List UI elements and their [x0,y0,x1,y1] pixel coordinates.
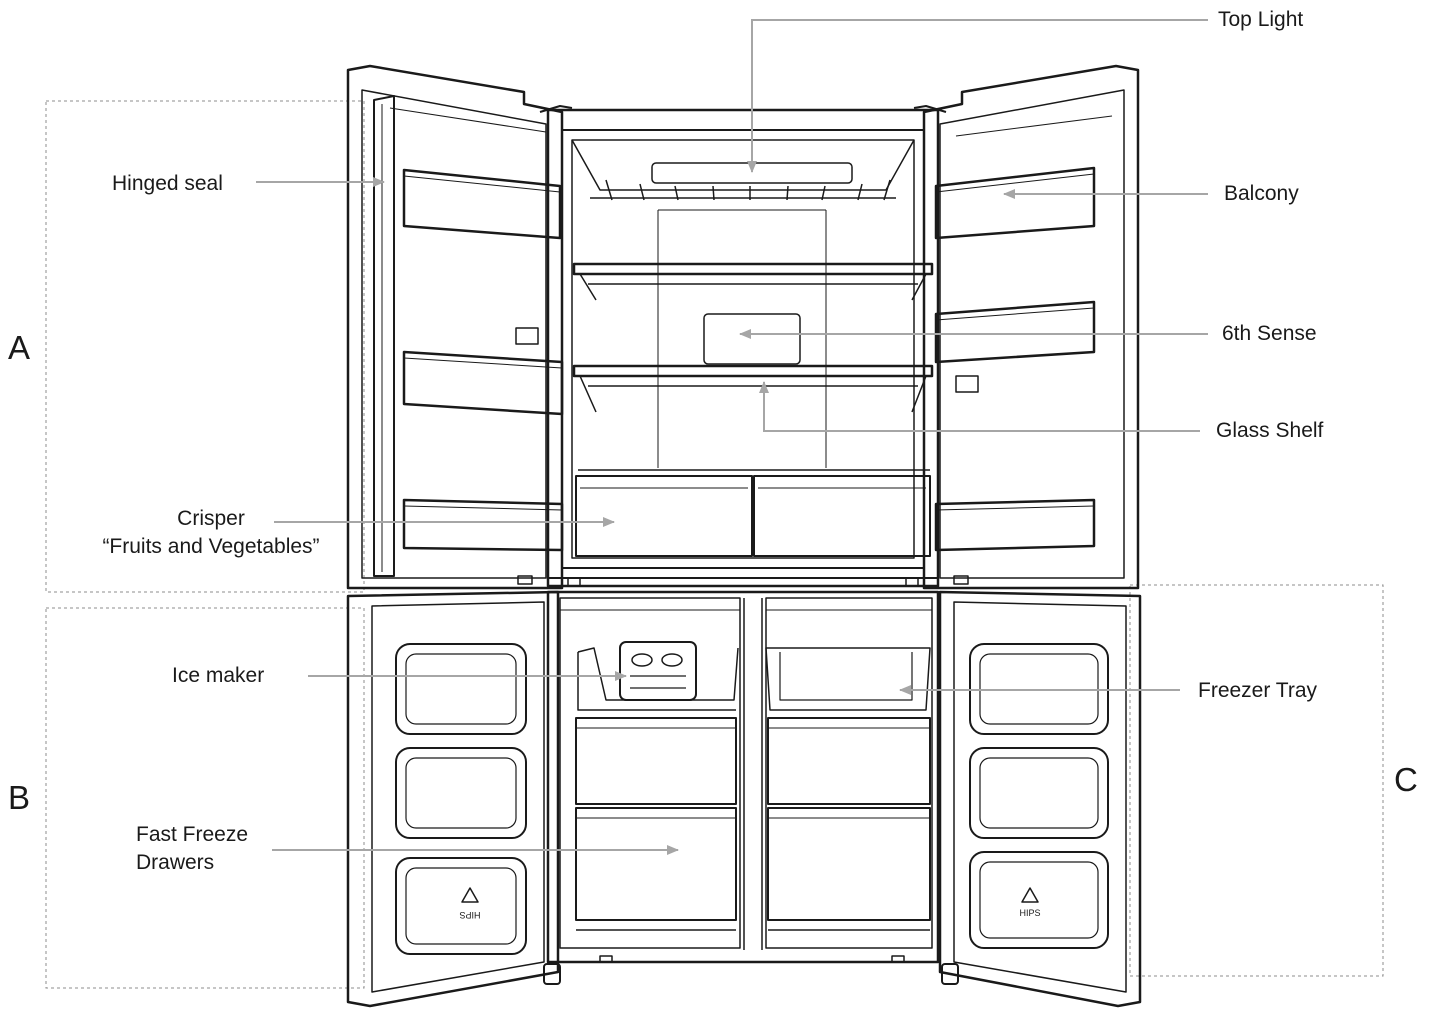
section-label-c: C [1394,761,1418,798]
left-balcony-bottom [402,498,564,552]
label-fast-freeze-line2: Drawers [136,851,215,874]
refrigerator-outline [346,64,1142,1008]
label-fast-freeze: Fast Freeze Drawers [136,821,248,877]
ice-maker [619,641,697,701]
freezer-drawer-left-upper [575,717,737,805]
right-upper-door [922,64,1140,590]
section-c-box [1129,584,1384,977]
right-freezer-door [938,590,1142,1008]
label-fast-freeze-line1: Fast Freeze [136,823,249,846]
right-balcony-mid [934,300,1096,364]
crisper-left [575,475,753,557]
right-balcony-top [934,166,1096,240]
label-freezer-tray: Freezer Tray [1198,679,1318,702]
freezer-tray [765,647,931,711]
label-crisper-line1: Crisper [177,507,245,530]
label-sixth-sense: 6th Sense [1222,322,1317,345]
label-hinged-seal: Hinged seal [112,172,223,195]
glass-shelf-lower [572,364,934,378]
section-a-box [45,100,365,593]
left-balcony-mid [402,350,564,416]
hinged-seal [373,95,395,577]
label-balcony: Balcony [1224,182,1299,205]
freezer-drawer-left-lower [575,807,737,921]
cabinet [517,105,969,985]
left-upper-door [346,64,564,590]
label-top-light: Top Light [1218,8,1304,31]
recycle-mark-right: HIPS [1019,908,1040,918]
arrow-top-light [747,19,1208,173]
label-glass-shelf: Glass Shelf [1216,419,1324,442]
section-label-b: B [8,779,31,816]
leader-arrows [256,19,1208,855]
arrow-glass-shelf [759,381,1200,432]
recycle-mark-left: HIPS [459,910,480,920]
section-b-box [45,607,365,989]
sixth-sense-module [703,313,801,365]
label-crisper: Crisper “Fruits and Vegetables” [96,505,326,561]
freezer-drawer-right-lower [767,807,931,921]
glass-shelf-upper [572,262,934,276]
left-balcony-top [402,168,562,240]
section-label-a: A [8,329,31,366]
label-crisper-line2: “Fruits and Vegetables” [102,535,320,558]
label-ice-maker: Ice maker [172,664,265,687]
left-freezer-door [346,590,560,1008]
freezer-drawer-right-upper [767,717,931,805]
crisper-right [753,475,931,557]
section-boundaries [45,100,1384,989]
right-balcony-bottom [934,498,1096,552]
